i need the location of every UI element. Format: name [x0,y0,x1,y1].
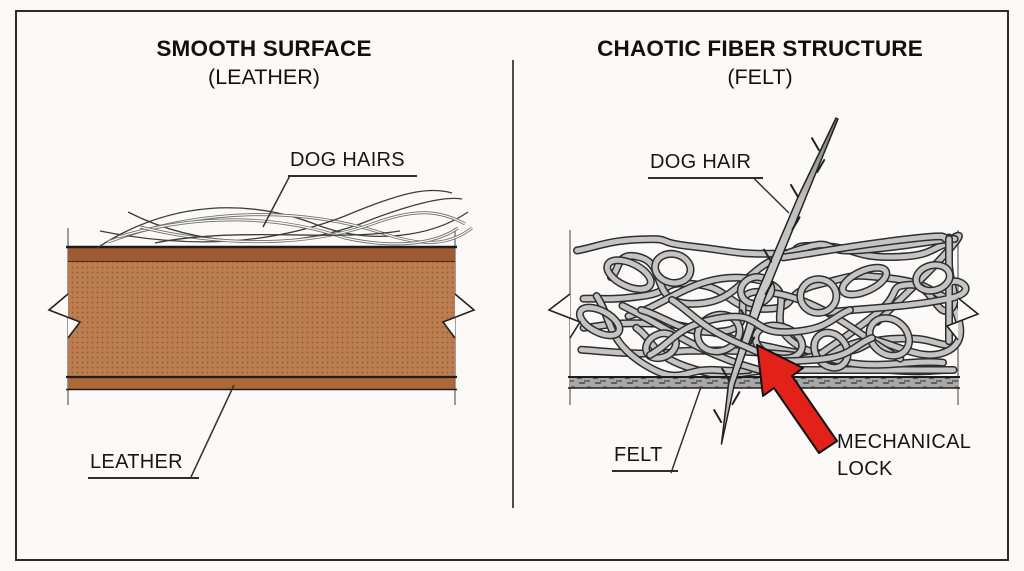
mechanical-lock-arrow [756,344,838,454]
felt-diagram [547,117,980,474]
leather-label: LEATHER [88,451,199,479]
left-panel-subtitle: (LEATHER) [208,65,320,89]
dog-hair-label: DOG HAIR [648,151,764,179]
leader-lines [670,176,790,474]
felt-label: FELT [612,444,678,472]
break-mark [547,293,980,341]
right-panel-title: CHAOTIC FIBER STRUCTURE [597,36,923,61]
dog-hairs-drawing [96,189,473,249]
break-mark [47,293,476,339]
panel-divider [512,60,514,508]
dog-hairs-label: DOG HAIRS [288,149,417,177]
left-panel-title: SMOOTH SURFACE [156,36,372,61]
left-panel-heading: SMOOTH SURFACE (LEATHER) [15,36,513,90]
leather-diagram [47,175,476,478]
hair-barbs [713,137,826,424]
right-panel-subtitle: (FELT) [727,65,793,89]
right-panel-heading: CHAOTIC FIBER STRUCTURE (FELT) [513,36,1007,90]
leather-cross-section [66,245,457,391]
dog-hair-drawing [713,117,839,445]
mechanical-lock-label: MECHANICAL LOCK [837,431,971,480]
leader-lines [190,175,291,478]
